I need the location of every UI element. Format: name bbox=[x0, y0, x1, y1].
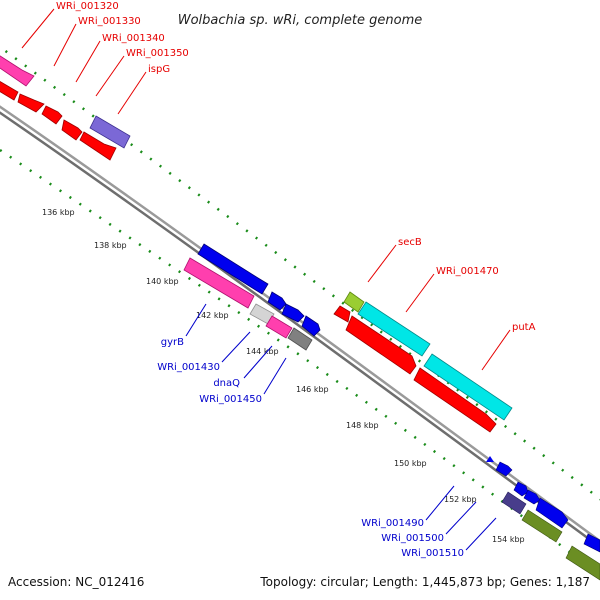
label-WRi_001470: WRi_001470 bbox=[436, 266, 499, 277]
outer-tick-track bbox=[0, 45, 600, 501]
gene-blue-small-5[interactable] bbox=[513, 481, 529, 497]
gene-WRi_001320[interactable] bbox=[0, 52, 35, 87]
gene-putA[interactable] bbox=[423, 353, 513, 421]
gene-red-7[interactable] bbox=[413, 367, 497, 433]
scale-label-138: 138 kbp bbox=[94, 241, 127, 250]
scale-label-148: 148 kbp bbox=[346, 421, 379, 430]
label-WRi_001450: WRi_001450 bbox=[199, 394, 262, 405]
scale-label-144: 144 kbp bbox=[246, 347, 279, 356]
scale-label-146: 146 kbp bbox=[296, 385, 329, 394]
scale-label-140: 140 kbp bbox=[146, 277, 179, 286]
topology-text: Topology: circular; Length: 1,445,873 bp… bbox=[259, 575, 590, 589]
scale-label-154: 154 kbp bbox=[492, 535, 525, 544]
scale-label-142: 142 kbp bbox=[196, 311, 229, 320]
scale-label-150: 150 kbp bbox=[394, 459, 427, 468]
gene-WRi_001490[interactable] bbox=[501, 491, 527, 515]
gene-blue-small-3[interactable] bbox=[301, 315, 321, 337]
label-WRi_001320: WRi_001320 bbox=[56, 1, 119, 12]
gene-ispG[interactable] bbox=[89, 115, 131, 149]
gene-group-136kbp bbox=[0, 52, 131, 161]
gene-WRi_001350[interactable] bbox=[79, 131, 117, 161]
gene-red-4[interactable] bbox=[61, 119, 83, 141]
gene-blue-small-2[interactable] bbox=[281, 303, 305, 323]
gene-red-6[interactable] bbox=[345, 315, 417, 375]
gene-blue-small-1[interactable] bbox=[267, 291, 287, 311]
genome-backbone bbox=[0, 105, 600, 549]
red-leader-lines bbox=[21, 8, 511, 371]
red-gene-labels: WRi_001320 WRi_001330 WRi_001340 WRi_001… bbox=[56, 1, 536, 333]
gene-group-152kbp bbox=[486, 456, 600, 581]
gene-WRi_001510[interactable] bbox=[565, 545, 600, 581]
label-WRi_001500: WRi_001500 bbox=[381, 533, 444, 544]
gene-WRi_001450[interactable] bbox=[287, 327, 313, 351]
gene-dnaQ[interactable] bbox=[265, 315, 293, 339]
scale-labels: 136 kbp 138 kbp 140 kbp 142 kbp 144 kbp … bbox=[42, 208, 525, 544]
gene-WRi_001500[interactable] bbox=[521, 509, 563, 543]
label-WRi_001490: WRi_001490 bbox=[361, 518, 424, 529]
label-WRi_001330: WRi_001330 bbox=[78, 16, 141, 27]
blue-leader-lines bbox=[185, 303, 497, 551]
tick-tracks bbox=[0, 45, 600, 561]
inner-tick-track bbox=[0, 148, 581, 561]
gene-red-5[interactable] bbox=[333, 305, 351, 323]
gene-WRi_001470[interactable] bbox=[357, 301, 431, 357]
label-gyrB: gyrB bbox=[161, 337, 184, 348]
map-title: Wolbachia sp. wRi, complete genome bbox=[178, 13, 423, 28]
gene-red-2[interactable] bbox=[17, 93, 45, 113]
scale-label-152: 152 kbp bbox=[444, 495, 477, 504]
label-WRi_001350: WRi_001350 bbox=[126, 48, 189, 59]
scale-label-136: 136 kbp bbox=[42, 208, 75, 217]
gene-secB[interactable] bbox=[343, 291, 365, 313]
label-dnaQ: dnaQ bbox=[213, 378, 240, 389]
label-WRi_001430: WRi_001430 bbox=[157, 362, 220, 373]
accession-text: Accession: NC_012416 bbox=[8, 575, 144, 589]
label-secB: secB bbox=[398, 237, 422, 248]
label-ispG: ispG bbox=[148, 64, 170, 75]
gene-blue-large[interactable] bbox=[197, 243, 269, 295]
label-putA: putA bbox=[512, 322, 536, 333]
gene-blue-tiny[interactable] bbox=[486, 456, 494, 462]
gene-group-140kbp bbox=[183, 243, 321, 351]
label-WRi_001510: WRi_001510 bbox=[401, 548, 464, 559]
gene-blue-small-4[interactable] bbox=[495, 461, 513, 477]
blue-gene-labels: gyrB WRi_001430 dnaQ WRi_001450 WRi_0014… bbox=[157, 337, 464, 559]
gene-red-1[interactable] bbox=[0, 78, 19, 101]
gene-gyrB[interactable] bbox=[183, 257, 255, 309]
label-WRi_001340: WRi_001340 bbox=[102, 33, 165, 44]
gene-blue-small-6[interactable] bbox=[523, 489, 541, 505]
gene-red-3[interactable] bbox=[41, 105, 63, 125]
gene-group-148kbp bbox=[333, 291, 513, 433]
gene-blue-edge[interactable] bbox=[583, 533, 600, 553]
gene-blue-small-7[interactable] bbox=[535, 497, 569, 529]
